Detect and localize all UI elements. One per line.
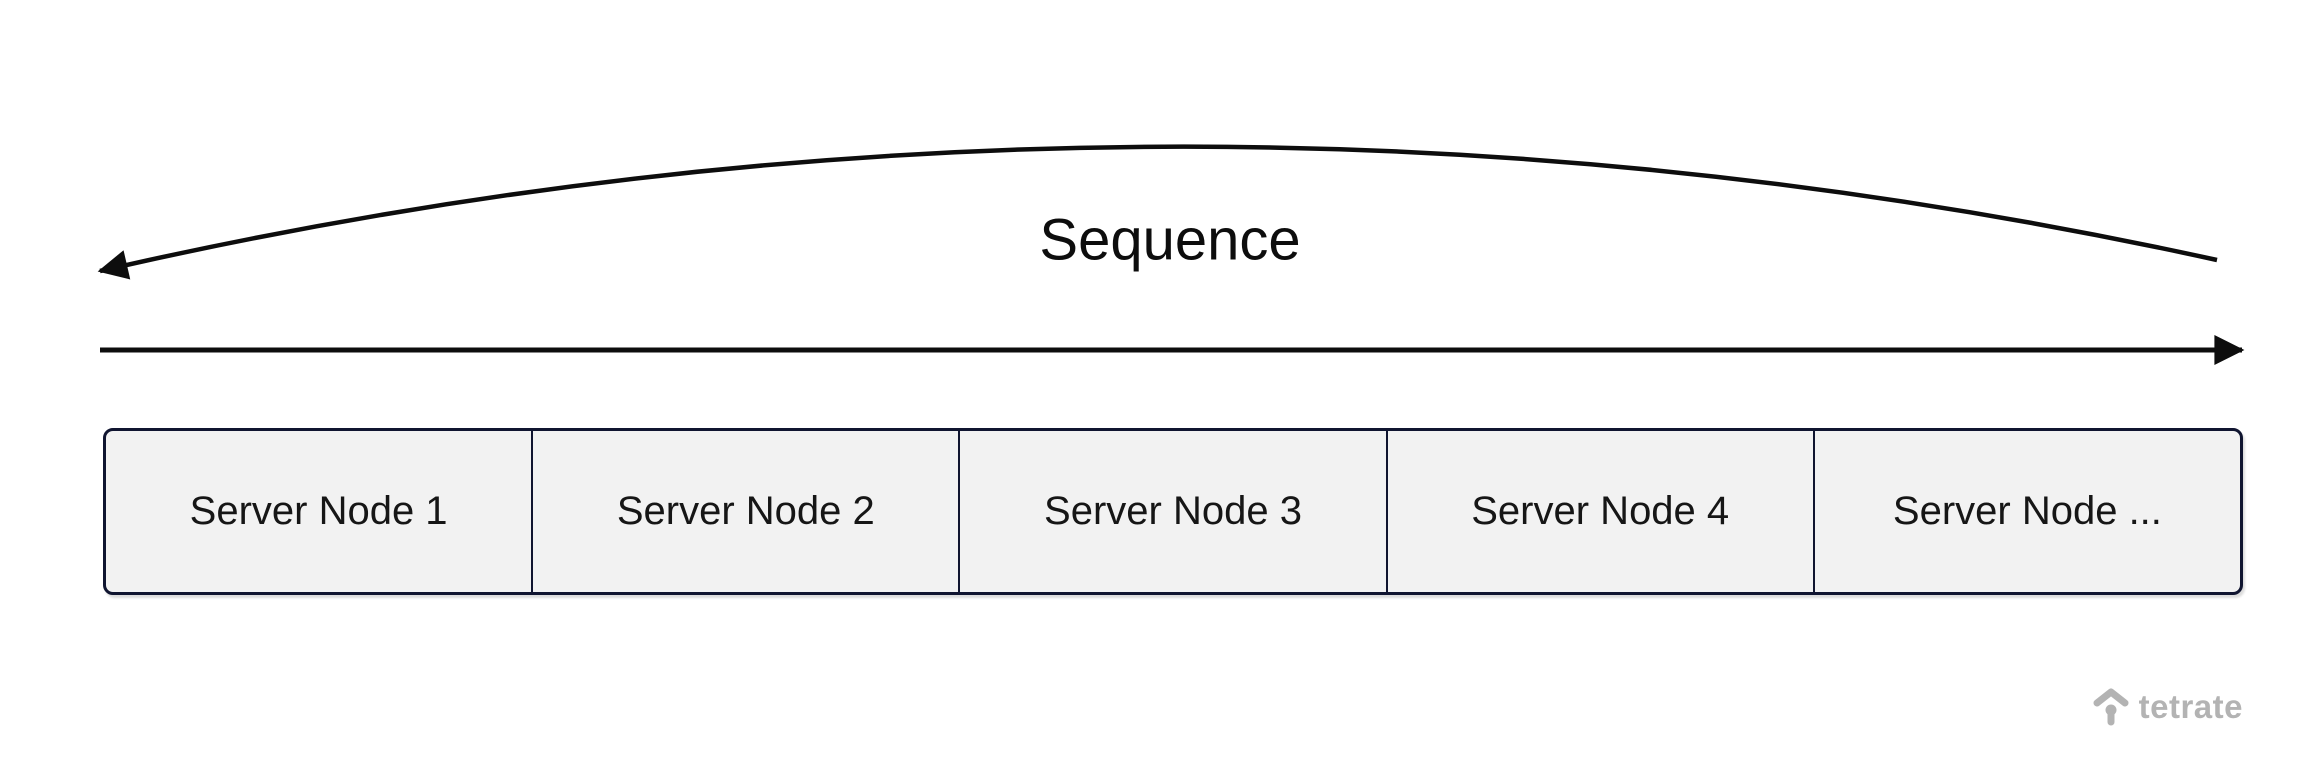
server-node-label: Server Node 3: [1044, 489, 1302, 533]
server-node-box-1: Server Node 1: [106, 431, 531, 592]
server-node-row: Server Node 1 Server Node 2 Server Node …: [103, 428, 2243, 595]
tetrate-logo: tetrate: [2092, 686, 2243, 728]
server-node-box-2: Server Node 2: [531, 431, 958, 592]
server-node-label: Server Node 2: [616, 489, 875, 533]
server-node-label: Server Node 4: [1471, 489, 1730, 533]
server-node-label: Server Node 1: [189, 489, 448, 533]
sequence-label: Sequence: [1039, 207, 1301, 273]
tetrate-logo-icon: [2093, 688, 2129, 726]
server-node-box-4: Server Node 4: [1385, 431, 1813, 592]
server-node-box-3: Server Node 3: [958, 431, 1385, 592]
tetrate-logo-text: tetrate: [2138, 688, 2243, 725]
sequence-arc-left-arrow-icon: [97, 144, 2218, 280]
server-node-box-more: Server Node ...: [1812, 431, 2240, 592]
server-node-label: Server Node ...: [1892, 489, 2162, 533]
